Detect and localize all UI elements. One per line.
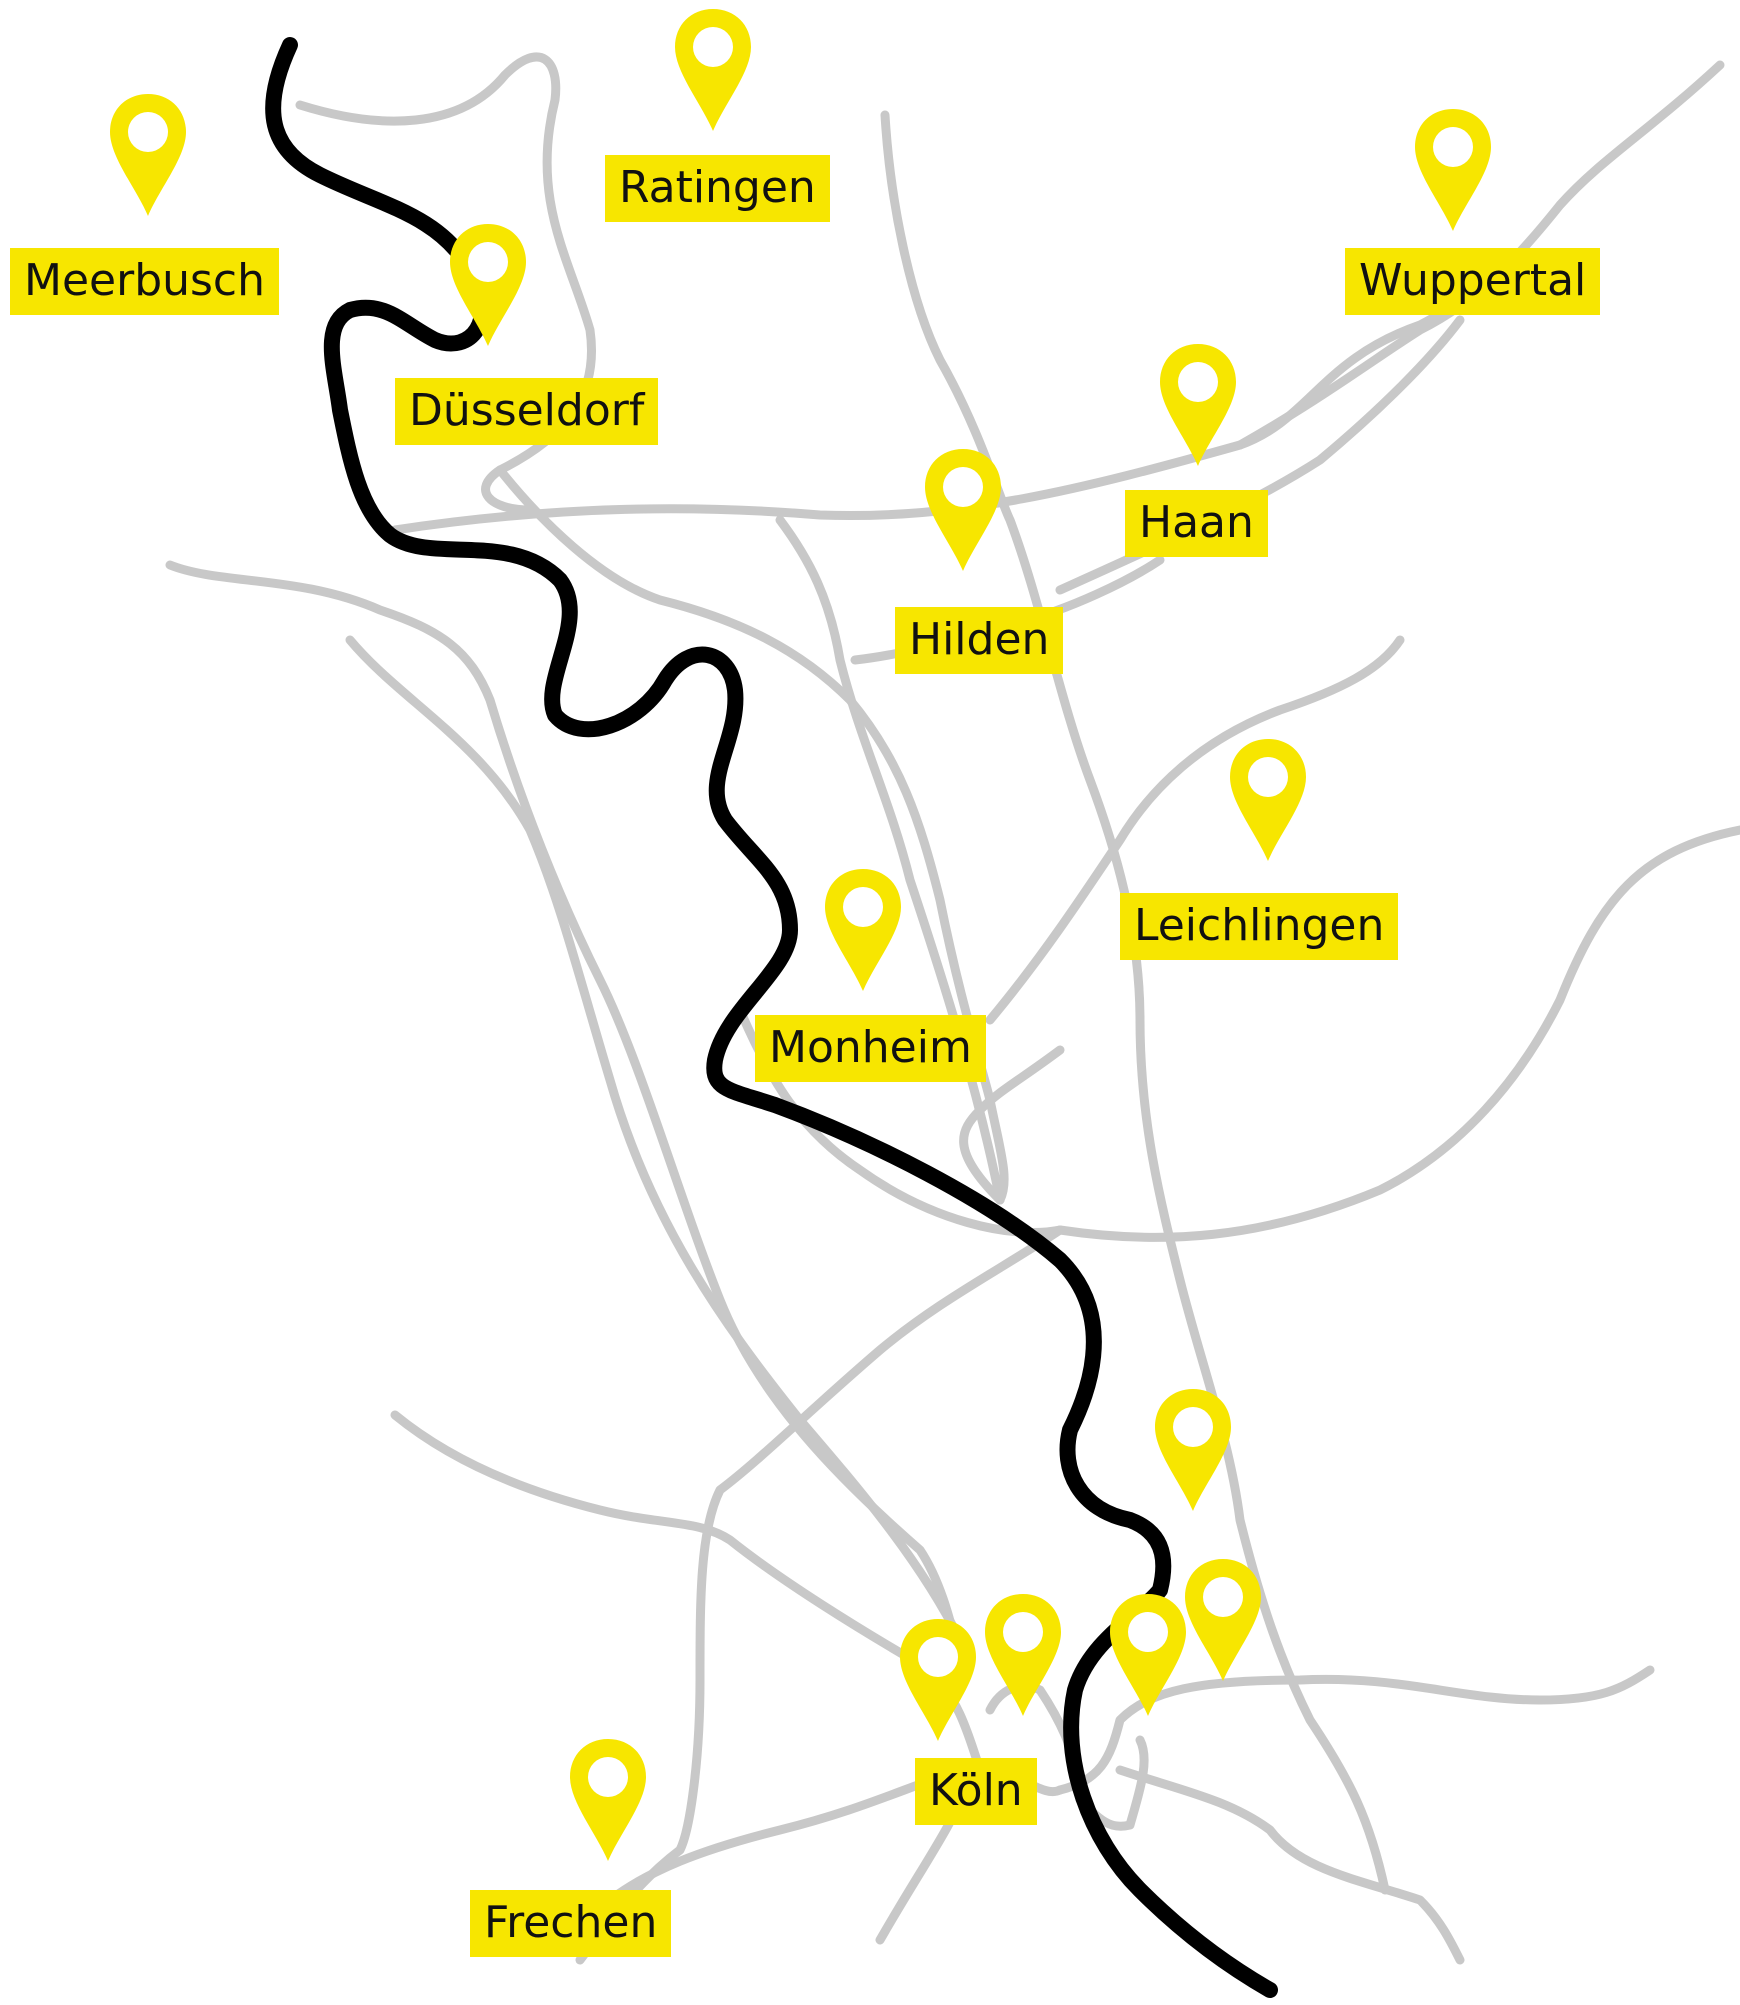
map-pin-icon[interactable] xyxy=(1155,340,1241,470)
map-pin-icon[interactable] xyxy=(1410,105,1496,235)
map-pin-icon[interactable] xyxy=(920,445,1006,575)
road xyxy=(985,635,1405,1025)
road xyxy=(345,635,965,1645)
map-pin-icon[interactable] xyxy=(1150,1385,1236,1515)
city-label-hilden[interactable]: Hilden xyxy=(895,607,1064,674)
map-pin-icon[interactable] xyxy=(895,1615,981,1745)
road xyxy=(959,1045,1065,1205)
city-label-meerbusch[interactable]: Meerbusch xyxy=(10,248,280,315)
map-pin-icon[interactable] xyxy=(980,1590,1066,1720)
map-pin-icon[interactable] xyxy=(105,90,191,220)
city-label-haan[interactable]: Haan xyxy=(1125,490,1268,557)
rhine-river xyxy=(265,37,1278,1998)
road xyxy=(575,1225,1065,1965)
road xyxy=(1055,825,1740,1242)
map-pin-icon[interactable] xyxy=(445,220,531,350)
road xyxy=(1055,1665,1655,1795)
city-label-duesseldorf[interactable]: Düsseldorf xyxy=(395,378,659,445)
road xyxy=(1115,1765,1465,1965)
map-pin-icon[interactable] xyxy=(670,5,756,135)
city-label-frechen[interactable]: Frechen xyxy=(470,1890,672,1957)
city-label-monheim[interactable]: Monheim xyxy=(755,1015,986,1082)
map-pin-icon[interactable] xyxy=(1225,735,1311,865)
map-pin-icon[interactable] xyxy=(565,1735,651,1865)
city-label-koeln[interactable]: Köln xyxy=(915,1758,1037,1825)
road xyxy=(880,110,1390,1895)
map-pin-icon[interactable] xyxy=(1105,1590,1191,1720)
city-label-wuppertal[interactable]: Wuppertal xyxy=(1345,248,1601,315)
city-label-leichlingen[interactable]: Leichlingen xyxy=(1120,893,1399,960)
city-label-ratingen[interactable]: Ratingen xyxy=(605,155,830,222)
map-pin-icon[interactable] xyxy=(1180,1555,1266,1685)
road xyxy=(390,1410,985,1775)
road-network xyxy=(165,52,1740,1965)
map-pin-icon[interactable] xyxy=(820,865,906,995)
